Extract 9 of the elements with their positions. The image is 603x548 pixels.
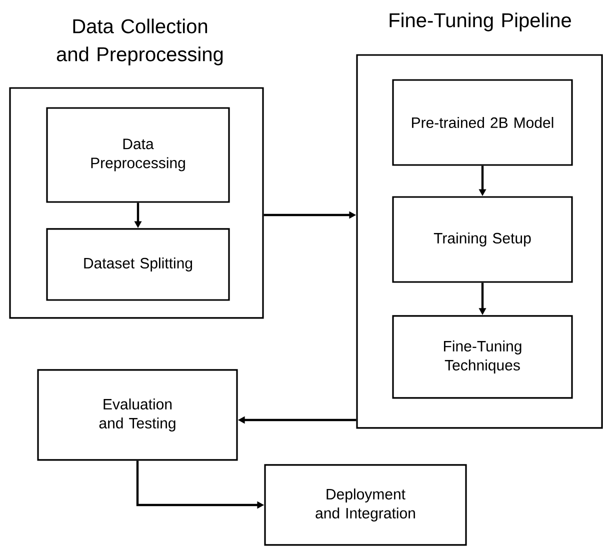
process-box: Fine-Tuning Techniques [392,315,573,399]
process-box: Data Preprocessing [46,107,230,203]
process-box: Training Setup [392,196,573,283]
node-label: Fine-Tuning Pipeline [390,12,571,32]
process-box: Deployment and Integration [264,464,467,546]
process-box: Dataset Splitting [46,228,230,301]
process-box: Evaluation and Testing [37,369,238,461]
node-label: Data Collection and Preprocessing [56,18,223,66]
process-box: Pre-trained 2B Model [392,79,573,166]
